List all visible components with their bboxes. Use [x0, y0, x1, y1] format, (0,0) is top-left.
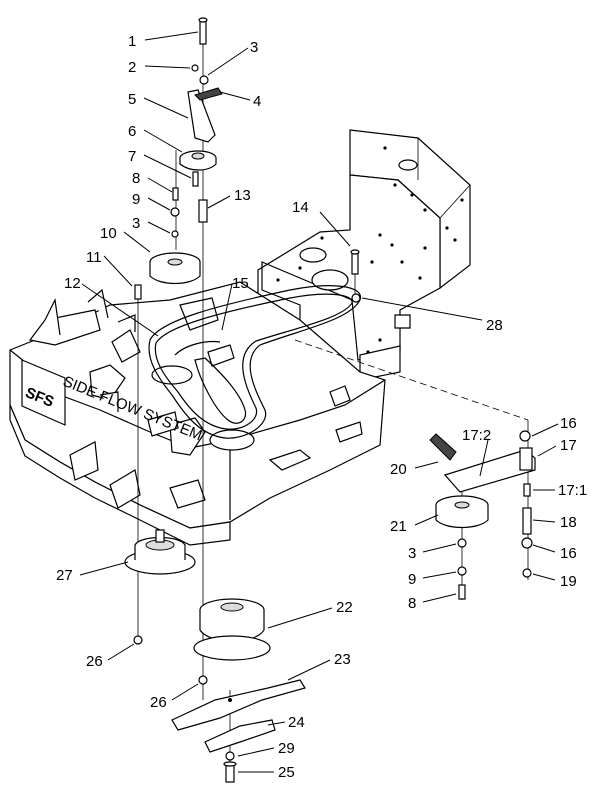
- callout-17: 17: [560, 437, 577, 454]
- idler-arm-assembly: [134, 17, 223, 300]
- callout-17-1: 17:1: [558, 482, 587, 499]
- mower-blade-assembly: [171, 679, 306, 783]
- callout-4: 4: [253, 93, 261, 110]
- callout-12: 12: [64, 275, 81, 292]
- callout-16: 16: [560, 415, 577, 432]
- callout-1: 1: [128, 33, 136, 50]
- callout-20: 20: [390, 461, 407, 478]
- callout-10: 10: [100, 225, 117, 242]
- callout-28: 28: [486, 317, 503, 334]
- callout-26b: 26: [150, 694, 167, 711]
- callout-3c: 3: [408, 545, 416, 562]
- callout-19: 19: [560, 573, 577, 590]
- frame-bolt-holes: [276, 146, 464, 354]
- callout-25: 25: [278, 764, 295, 781]
- callout-27: 27: [56, 567, 73, 584]
- callout-8: 8: [132, 170, 140, 187]
- callout-8b: 8: [408, 595, 416, 612]
- callout-5: 5: [128, 91, 136, 108]
- mower-deck: SFS SIDE FLOW SYSTEM: [9, 281, 386, 546]
- callout-29: 29: [278, 740, 295, 757]
- callout-6: 6: [128, 123, 136, 140]
- callout-11: 11: [86, 249, 102, 266]
- callout-3: 3: [250, 39, 258, 56]
- callout-14: 14: [292, 199, 309, 216]
- callout-2: 2: [128, 59, 136, 76]
- callout-24: 24: [288, 714, 305, 731]
- callout-numbers: 1 2 3 4 5 6 7 8 9 3 10 11 13 12 15 14 28…: [56, 33, 587, 781]
- callout-17-2: 17:2: [462, 427, 491, 444]
- drive-belt: [148, 285, 361, 439]
- callout-21: 21: [390, 518, 407, 535]
- callout-3b: 3: [132, 215, 140, 232]
- callout-7: 7: [128, 148, 136, 165]
- spindle-assemblies: [124, 529, 271, 685]
- callout-23: 23: [334, 651, 351, 668]
- callout-15: 15: [232, 275, 249, 292]
- callout-22: 22: [336, 599, 353, 616]
- callout-16b: 16: [560, 545, 577, 562]
- callout-13: 13: [234, 187, 251, 204]
- right-idler-assembly: [350, 249, 536, 600]
- callout-9: 9: [132, 191, 140, 208]
- callout-26: 26: [86, 653, 103, 670]
- mower-frame: [257, 129, 471, 381]
- deck-decal-panel: [21, 359, 66, 426]
- callout-9b: 9: [408, 571, 416, 588]
- callout-18: 18: [560, 514, 577, 531]
- callout-leaders: [79, 31, 559, 773]
